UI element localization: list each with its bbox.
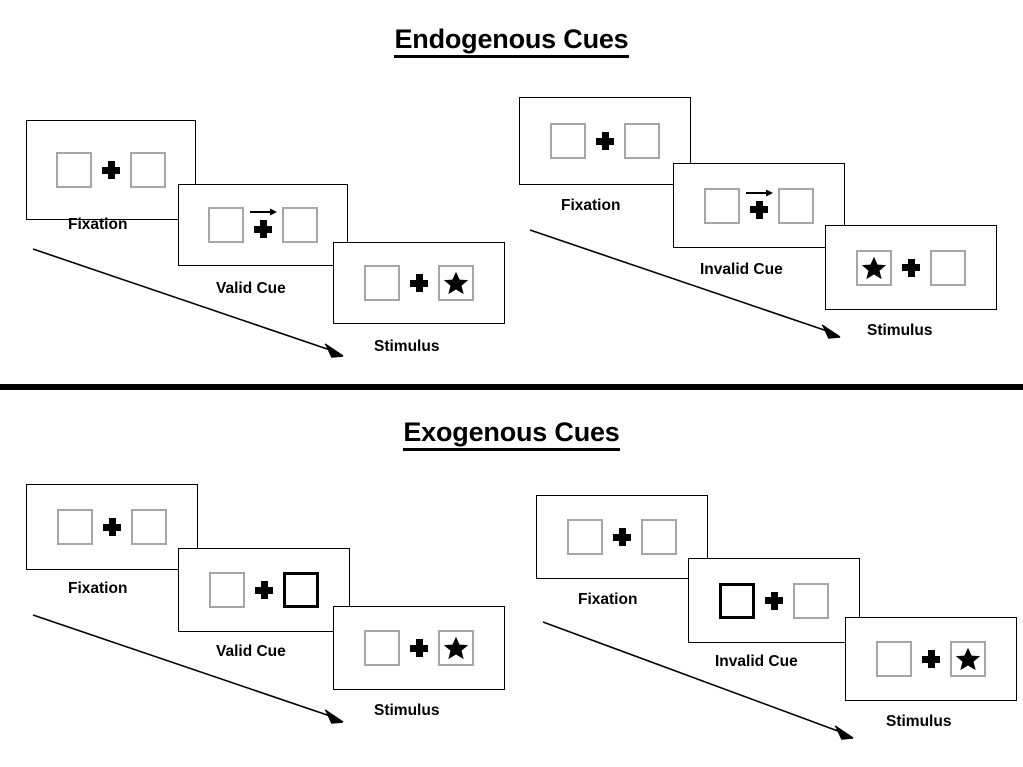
- panel-exogenous-invalid-fixation: [536, 495, 708, 579]
- plus-icon: [410, 639, 428, 657]
- plus-icon: [750, 200, 768, 219]
- cued-box-right: [283, 572, 319, 608]
- section-title-exogenous-text: Exogenous Cues: [403, 417, 620, 451]
- placeholder-box-right: [130, 152, 166, 188]
- caption-endogenous-valid-cue: Valid Cue: [216, 280, 286, 297]
- placeholder-box-left: [57, 509, 93, 545]
- placeholder-box-right: [793, 582, 829, 619]
- section-title-endogenous: Endogenous Cues: [0, 24, 1023, 58]
- plus-icon: [613, 528, 631, 546]
- placeholder-box-left-target: [856, 249, 892, 286]
- fixation-area: [892, 250, 930, 286]
- right-arrow-icon: [250, 208, 277, 216]
- placeholder-box-left: [364, 630, 400, 666]
- panel-endogenous-invalid-fixation: [519, 97, 691, 185]
- placeholder-box-right-target: [950, 641, 986, 677]
- panel-exogenous-valid-stimulus: [333, 606, 505, 690]
- panel-exogenous-invalid-stimulus: [845, 617, 1017, 701]
- caption-endogenous-valid-fixation: Fixation: [68, 216, 128, 233]
- panel-exogenous-valid-fixation: [26, 484, 198, 570]
- caption-exogenous-valid-cue: Valid Cue: [216, 643, 286, 660]
- placeholder-box-right: [930, 249, 966, 286]
- section-title-exogenous: Exogenous Cues: [0, 417, 1023, 451]
- caption-endogenous-invalid-cue: Invalid Cue: [700, 261, 783, 278]
- caption-exogenous-invalid-stimulus: Stimulus: [886, 713, 952, 730]
- fixation-area: [586, 123, 624, 159]
- plus-icon: [922, 650, 940, 668]
- placeholder-box-right: [131, 509, 167, 545]
- panel-endogenous-valid-stimulus: [333, 242, 505, 324]
- placeholder-box-right: [282, 207, 318, 243]
- star-icon: [443, 636, 469, 660]
- fixation-area: [603, 519, 641, 555]
- panel-exogenous-valid-cue: [178, 548, 350, 632]
- caption-endogenous-invalid-stimulus: Stimulus: [867, 322, 933, 339]
- plus-icon: [902, 258, 920, 277]
- plus-icon: [765, 591, 783, 610]
- plus-icon: [410, 274, 428, 292]
- fixation-area: [245, 572, 283, 608]
- placeholder-box-right-target: [438, 265, 474, 301]
- star-icon: [955, 647, 981, 671]
- plus-icon: [254, 220, 272, 239]
- fixation-area: [400, 630, 438, 666]
- fixation-area: [755, 583, 793, 619]
- placeholder-box-right: [641, 519, 677, 555]
- panel-endogenous-invalid-cue: [673, 163, 845, 248]
- star-icon: [861, 256, 887, 279]
- star-icon: [443, 271, 469, 295]
- fixation-area: [244, 207, 282, 243]
- placeholder-box-left: [876, 641, 912, 677]
- placeholder-box-right-target: [438, 630, 474, 666]
- plus-icon: [102, 161, 120, 179]
- panel-endogenous-valid-fixation: [26, 120, 196, 220]
- fixation-area: [92, 152, 130, 188]
- cued-box-left: [719, 582, 755, 619]
- caption-endogenous-invalid-fixation: Fixation: [561, 197, 621, 214]
- plus-icon: [255, 581, 273, 599]
- placeholder-box-left: [209, 572, 245, 608]
- panel-endogenous-valid-cue: [178, 184, 348, 266]
- placeholder-box-right: [624, 123, 660, 159]
- placeholder-box-left: [550, 123, 586, 159]
- placeholder-box-left: [364, 265, 400, 301]
- section-divider: [0, 384, 1023, 390]
- caption-exogenous-valid-stimulus: Stimulus: [374, 702, 440, 719]
- caption-exogenous-invalid-cue: Invalid Cue: [715, 653, 798, 670]
- fixation-area: [400, 265, 438, 301]
- panel-exogenous-invalid-cue: [688, 558, 860, 643]
- placeholder-box-left: [704, 187, 740, 224]
- fixation-area: [93, 509, 131, 545]
- placeholder-box-left: [208, 207, 244, 243]
- caption-endogenous-valid-stimulus: Stimulus: [374, 338, 440, 355]
- caption-exogenous-invalid-fixation: Fixation: [578, 591, 638, 608]
- caption-exogenous-valid-fixation: Fixation: [68, 580, 128, 597]
- placeholder-box-left: [567, 519, 603, 555]
- fixation-area: [740, 188, 778, 224]
- fixation-area: [912, 641, 950, 677]
- plus-icon: [103, 518, 121, 536]
- plus-icon: [596, 132, 614, 150]
- right-arrow-icon: [746, 189, 773, 196]
- section-title-endogenous-text: Endogenous Cues: [394, 24, 629, 58]
- placeholder-box-left: [56, 152, 92, 188]
- panel-endogenous-invalid-stimulus: [825, 225, 997, 310]
- placeholder-box-right: [778, 187, 814, 224]
